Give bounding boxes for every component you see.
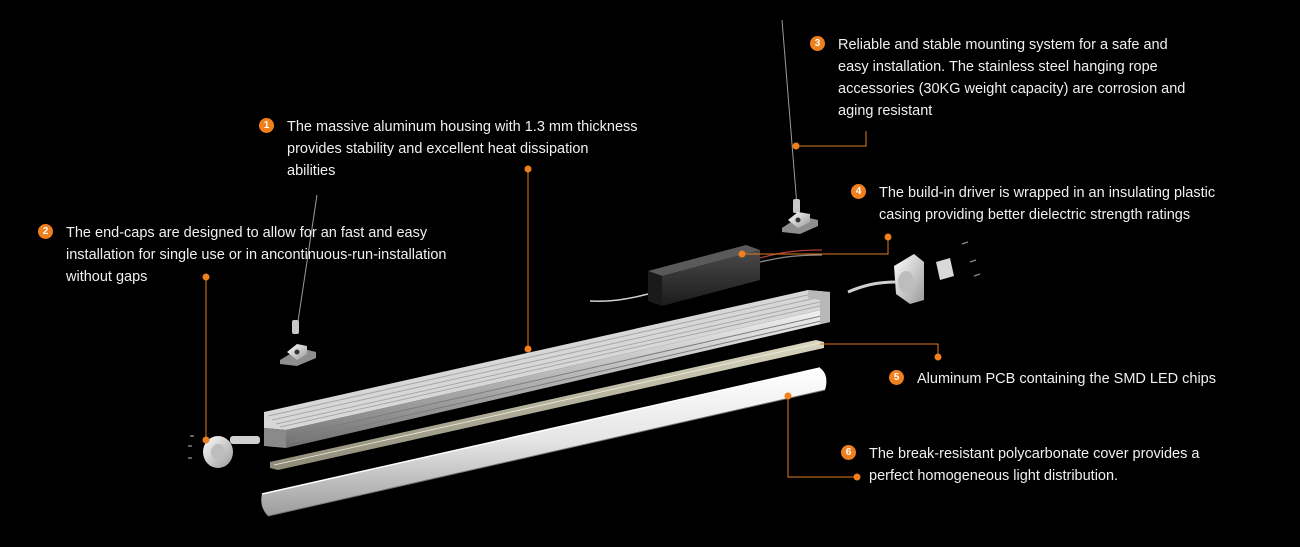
callout-6-line: perfect homogeneous light distribution. [869,468,1119,484]
callout-5: 5 Aluminum PCB containing the SMD LED ch… [889,368,1216,390]
leader-dot-2-top [202,273,210,281]
leader-dot-6-top [784,392,792,400]
leader-dot-1-end [524,345,532,353]
callout-6-badge: 6 [841,445,856,460]
callout-3: 3 Reliable and stable mounting system fo… [810,34,1185,122]
polycarbonate-cover [261,367,827,517]
callout-3-line: Reliable and stable mounting system for … [838,37,1168,53]
callout-2-line: The end-caps are designed to allow for a… [66,225,428,241]
leader-dot-1-top [524,165,532,173]
callout-2-line: installation for single use or in ancont… [66,247,447,263]
aluminum-housing [264,290,831,448]
hanging-rope-right [781,19,798,207]
leader-dots [202,142,942,481]
callout-4-line: casing providing better dielectric stren… [879,207,1191,223]
leader-dot-4-top [884,233,892,241]
callout-2-badge: 2 [38,224,53,239]
leader-dot-2-end [202,436,210,444]
callout-1: 1 The massive aluminum housing with 1.3 … [259,116,638,182]
callout-1-line: provides stability and excellent heat di… [287,141,589,157]
driver-box [589,245,823,306]
leader-dot-4-end [738,250,746,258]
rope-gripper-right [793,199,800,213]
hanging-rope-left [296,194,318,329]
rope-gripper-left [292,320,299,334]
callout-3-line: aging resistant [838,103,933,119]
callout-5-text: Aluminum PCB containing the SMD LED chip… [917,368,1216,390]
callout-1-line: abilities [287,163,336,179]
leader-dot-5-end [934,353,942,361]
callout-6-line: The break-resistant polycarbonate cover … [869,446,1200,462]
callout-1-line: The massive aluminum housing with 1.3 mm… [287,119,638,135]
led-pcb-strip [270,340,824,470]
callout-2-text: The end-caps are designed to allow for a… [66,222,446,288]
end-cap-right [847,241,981,304]
callout-6-text: The break-resistant polycarbonate cover … [869,443,1199,487]
leader-line-5 [820,343,939,357]
callout-2: 2 The end-caps are designed to allow for… [38,222,446,288]
leader-dot-3-end [792,142,800,150]
callout-4-text: The build-in driver is wrapped in an ins… [879,182,1215,226]
callout-3-text: Reliable and stable mounting system for … [838,34,1185,122]
callout-4-line: The build-in driver is wrapped in an ins… [879,185,1216,201]
leader-line-6 [787,396,857,478]
callout-4: 4 The build-in driver is wrapped in an i… [851,182,1215,226]
callout-3-badge: 3 [810,36,825,51]
callout-3-line: accessories (30KG weight capacity) are c… [838,81,1186,97]
callout-4-badge: 4 [851,184,866,199]
callout-1-badge: 1 [259,118,274,133]
leader-line-4 [742,237,889,255]
callout-2-line: without gaps [66,269,148,285]
end-cap-left [188,435,260,468]
callout-1-text: The massive aluminum housing with 1.3 mm… [287,116,638,182]
callout-5-badge: 5 [889,370,904,385]
callout-3-line: easy installation. The stainless steel h… [838,59,1158,75]
leader-dot-6-end [853,473,861,481]
callout-6: 6 The break-resistant polycarbonate cove… [841,443,1199,487]
mounting-clip-right [782,212,818,234]
leader-line-3 [796,131,867,147]
leader-lines [205,131,939,478]
mounting-clip-left [280,344,316,366]
callout-5-line: Aluminum PCB containing the SMD LED chip… [917,371,1216,387]
